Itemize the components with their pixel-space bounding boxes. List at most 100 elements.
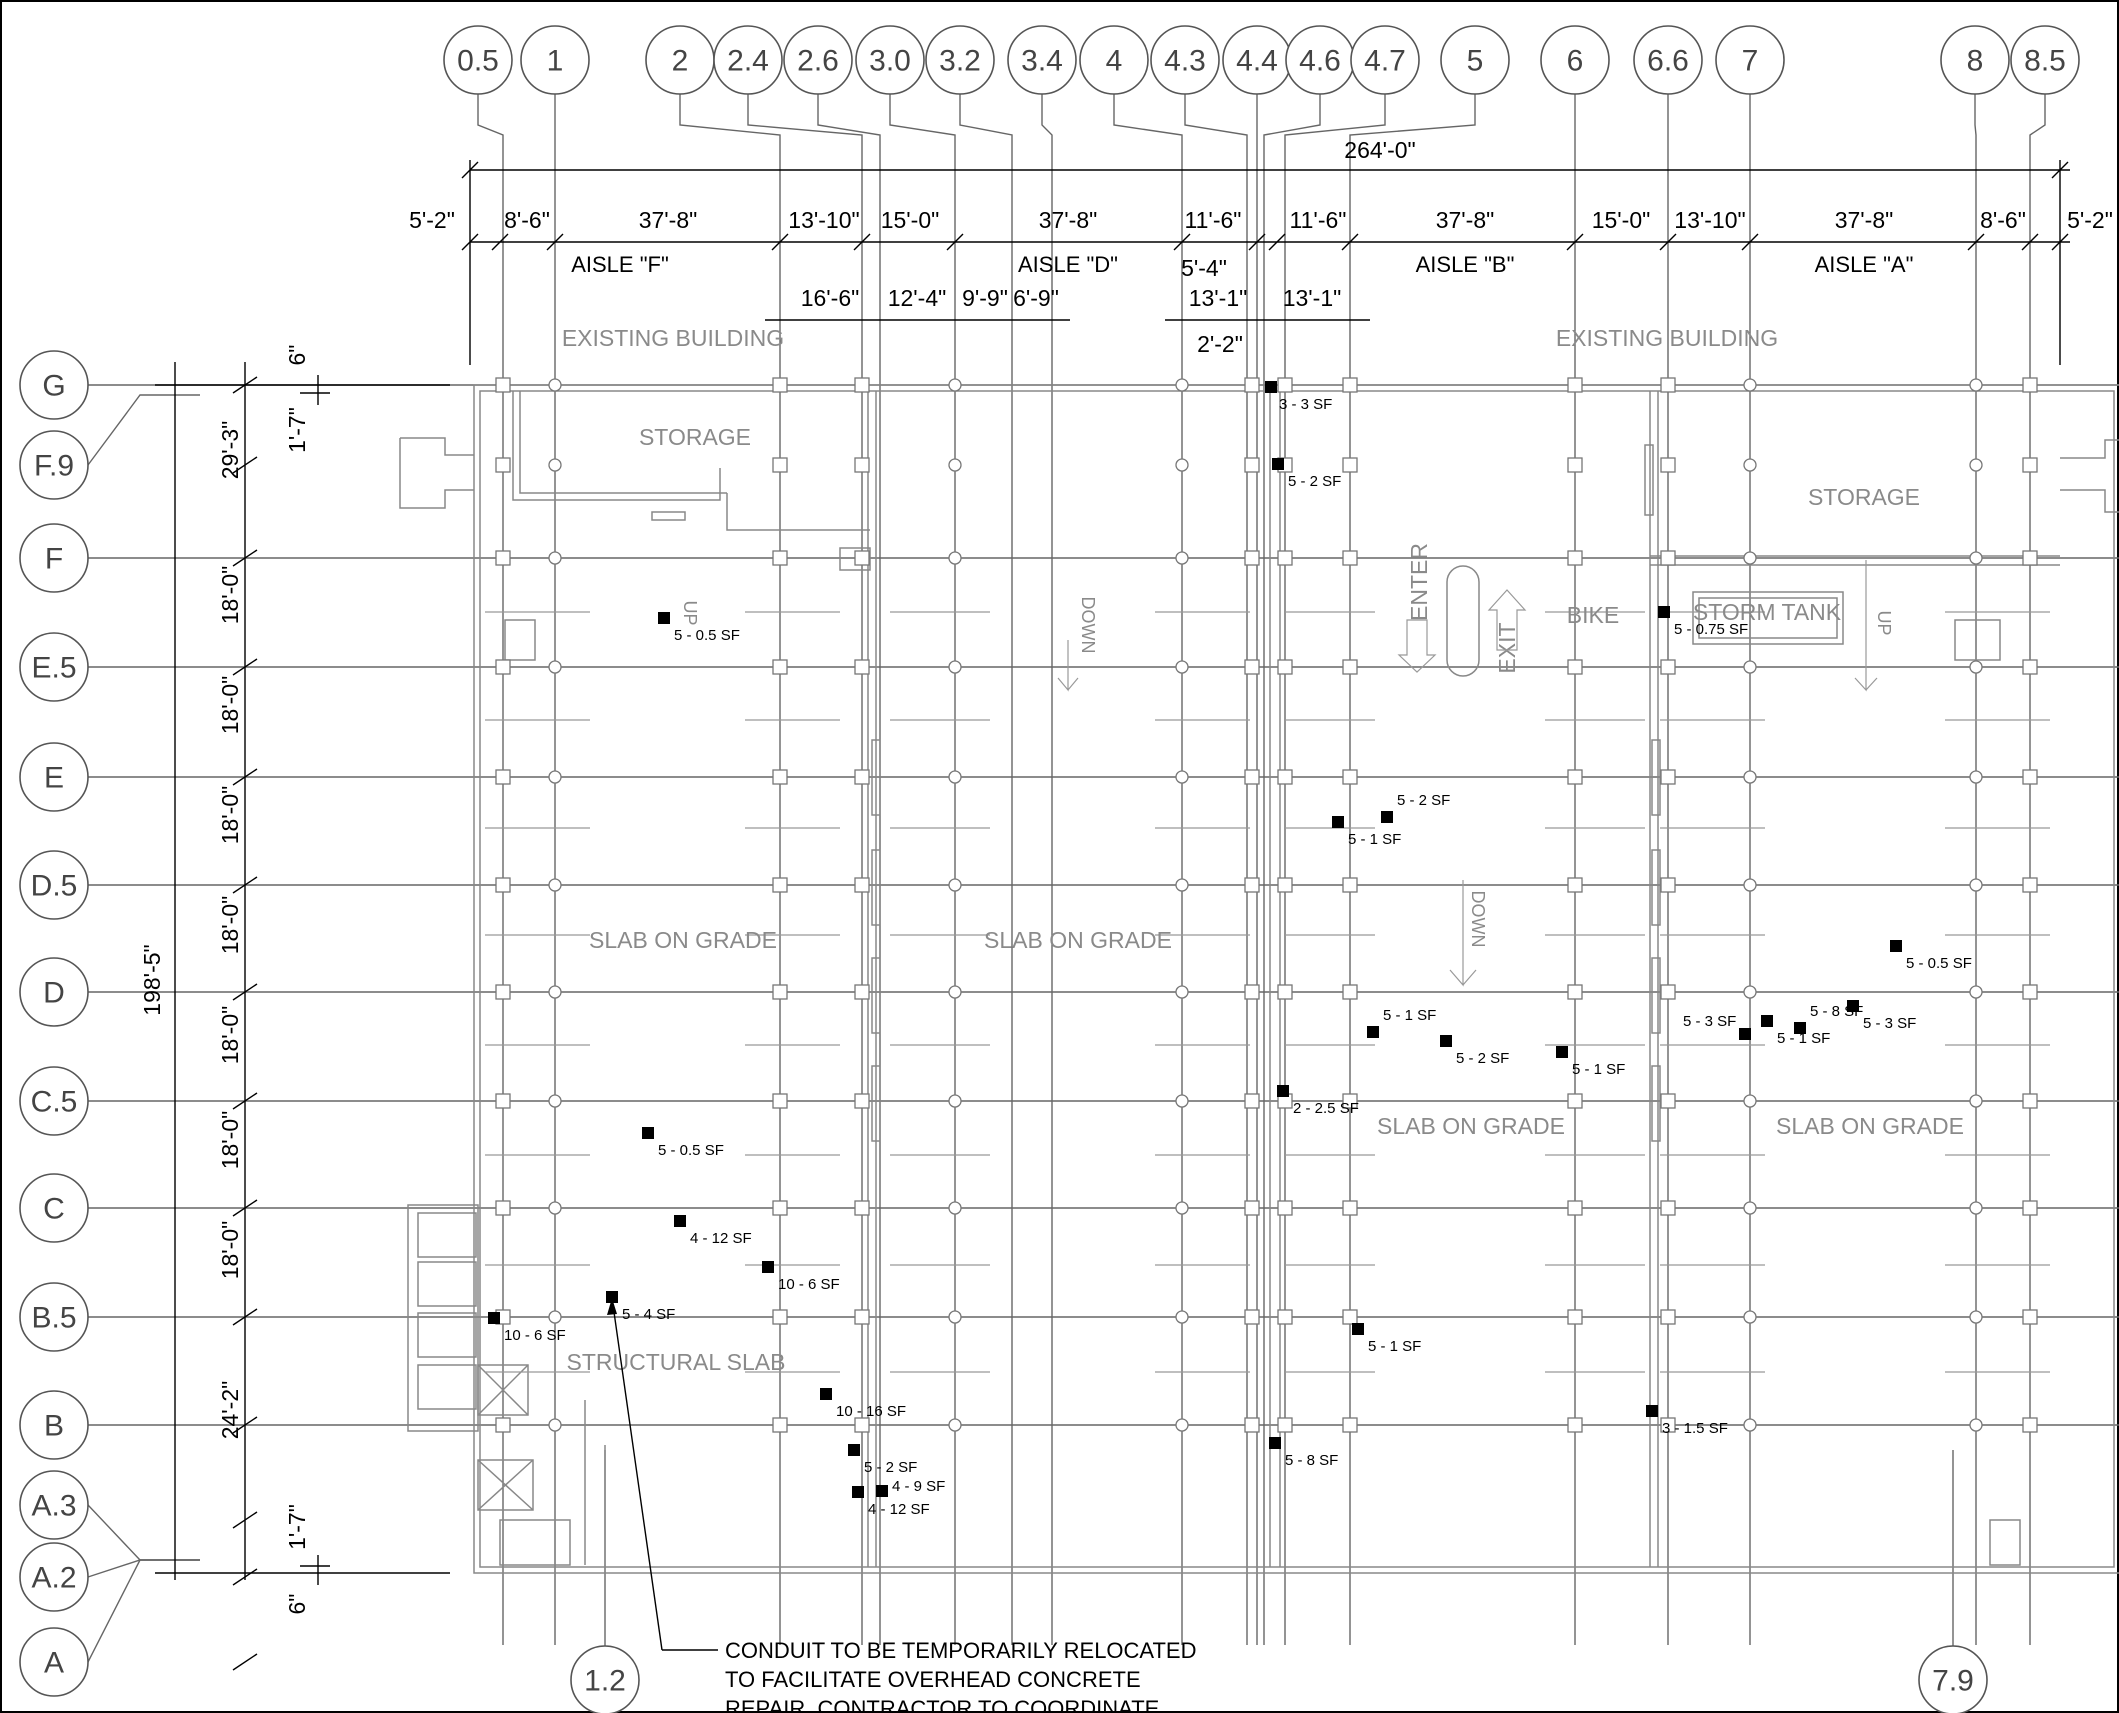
spall-square [674, 1215, 686, 1227]
spall-mark: 3 - 3 SF [1265, 381, 1332, 413]
grid-row-bubble: D [19, 957, 89, 1027]
spall-mark: 5 - 1 SF [1556, 1046, 1625, 1078]
grid-column-bubble: 0.5 [443, 25, 513, 95]
spall-mark: 10 - 6 SF [762, 1261, 840, 1293]
spall-label: 5 - 2 SF [1456, 1050, 1509, 1067]
spall-square [606, 1291, 618, 1303]
storage-left: STORAGE [639, 424, 751, 450]
spall-mark: 5 - 8 SF [1269, 1437, 1338, 1469]
row-segment-dim: 18'-0" [217, 1006, 243, 1065]
spall-label: 5 - 2 SF [1288, 473, 1341, 490]
spall-mark: 4 - 12 SF [674, 1215, 752, 1247]
grid-lines [87, 94, 2119, 1663]
grid-column-label: 4.3 [1164, 45, 1206, 78]
grid-column-label: 7 [1742, 45, 1759, 78]
grid-column-label: 0.5 [457, 45, 499, 78]
bay-width-dim: 5'-2" [2067, 207, 2113, 233]
grid-row-bubble: A.3 [19, 1470, 89, 1540]
spall-label: 5 - 0.75 SF [1674, 621, 1748, 638]
grid-column-bubble: 3.2 [925, 25, 995, 95]
spall-square [1847, 1000, 1859, 1012]
grid-column-bubble: 4 [1079, 25, 1149, 95]
bay-width-dim: 15'-0" [1592, 207, 1651, 233]
grid-column-bubble: 2.4 [713, 25, 783, 95]
spall-label: 3 - 3 SF [1279, 396, 1332, 413]
grid-column-bubble: 2.6 [783, 25, 853, 95]
grid-column-label: 1 [547, 45, 564, 78]
dim-6in-bottom: 6" [284, 1594, 310, 1615]
spall-square [1277, 1085, 1289, 1097]
spall-square [642, 1127, 654, 1139]
grid-column-label: 4.4 [1236, 45, 1278, 78]
grid-row-label: G [42, 370, 65, 403]
slab-on-grade-1: SLAB ON GRADE [589, 927, 777, 953]
spall-square [1739, 1028, 1751, 1040]
grid-row-bubble: C [19, 1173, 89, 1243]
grid-row-label: E.5 [31, 652, 76, 685]
grid-column-label: 6.6 [1647, 45, 1689, 78]
grid-row-label: A.3 [31, 1490, 76, 1523]
spall-label: 5 - 1 SF [1777, 1030, 1830, 1047]
parking-stall-lines [485, 611, 2050, 1373]
building-outline [399, 384, 2119, 1574]
top-dimensions: 264'-0" 5'-2"8'-6"37'-8"13'-10"15'-0"37'… [409, 137, 2113, 365]
grid-row-bubble: E.5 [19, 632, 89, 702]
grid-column-label: 2 [672, 45, 689, 78]
spall-square [1794, 1022, 1806, 1034]
grid-column-bubble: 4.6 [1285, 25, 1355, 95]
spall-label: 4 - 12 SF [868, 1501, 930, 1518]
spall-label: 2 - 2.5 SF [1293, 1100, 1359, 1117]
slab-on-grade-3: SLAB ON GRADE [1377, 1113, 1565, 1139]
spall-square [1658, 606, 1670, 618]
dim-16-6: 16'-6" [801, 285, 860, 311]
grid-column-label: 6 [1567, 45, 1584, 78]
bay-width-dim: 15'-0" [881, 207, 940, 233]
spall-square [1440, 1035, 1452, 1047]
spall-label: 5 - 4 SF [622, 1306, 675, 1323]
spall-square [876, 1485, 888, 1497]
grid-column-label: 8 [1967, 45, 1984, 78]
spall-square [762, 1261, 774, 1273]
spall-mark: 5 - 4 SF [606, 1291, 675, 1323]
overall-width-dim: 264'-0" [1344, 137, 1415, 163]
spall-mark: 5 - 1 SF [1367, 1007, 1436, 1038]
spall-label: 5 - 1 SF [1572, 1061, 1625, 1078]
spall-square [1332, 816, 1344, 828]
spall-label: 3 - 1.5 SF [1662, 1420, 1728, 1437]
spall-square [1556, 1046, 1568, 1058]
bay-width-dim: 13'-10" [788, 207, 859, 233]
grid-row-bubble: B [19, 1390, 89, 1460]
grid-row-bubble: A.2 [19, 1542, 89, 1612]
dim-1-7-top: 1'-7" [284, 407, 310, 453]
dim-13-1-a: 13'-1" [1189, 285, 1248, 311]
spall-square [1890, 940, 1902, 952]
grid-row-bubble: A [19, 1627, 89, 1697]
dim-5-4: 5'-4" [1181, 255, 1227, 281]
spall-square [1646, 1405, 1658, 1417]
down-label-2: DOWN [1468, 891, 1488, 948]
row-segment-dim: 24'-2" [217, 1381, 243, 1440]
spall-square [848, 1444, 860, 1456]
spall-mark: 2 - 2.5 SF [1277, 1085, 1359, 1117]
bay-width-dim: 8'-6" [504, 207, 550, 233]
spall-label: 5 - 0.5 SF [658, 1142, 724, 1159]
spall-mark: 4 - 9 SF [876, 1478, 945, 1497]
existing-building-right: EXISTING BUILDING [1556, 325, 1778, 351]
row-segment-dim: 29'-3" [217, 421, 243, 480]
grid-row-label: D.5 [31, 870, 78, 903]
grid-row-label: C [43, 1193, 65, 1226]
grid-column-bubble: 6.6 [1633, 25, 1703, 95]
row-grid-bubbles: GF.9FE.5ED.5DC.5CB.5BA.3A.2A [19, 350, 89, 1697]
spall-label: 5 - 2 SF [1397, 792, 1450, 809]
existing-building-left: EXISTING BUILDING [562, 325, 784, 351]
spall-label: 5 - 2 SF [864, 1459, 917, 1476]
spall-label: 5 - 3 SF [1683, 1013, 1736, 1030]
conduit-note: CONDUIT TO BE TEMPORARILY RELOCATED TO F… [607, 1297, 1196, 1713]
grid-row-label: F.9 [34, 450, 74, 483]
grid-column-label: 2.6 [797, 45, 839, 78]
grid-row-label: B.5 [31, 1302, 76, 1335]
slab-on-grade-2: SLAB ON GRADE [984, 927, 1172, 953]
grid-column-label: 4 [1106, 45, 1123, 78]
bay-width-dim: 13'-10" [1674, 207, 1745, 233]
